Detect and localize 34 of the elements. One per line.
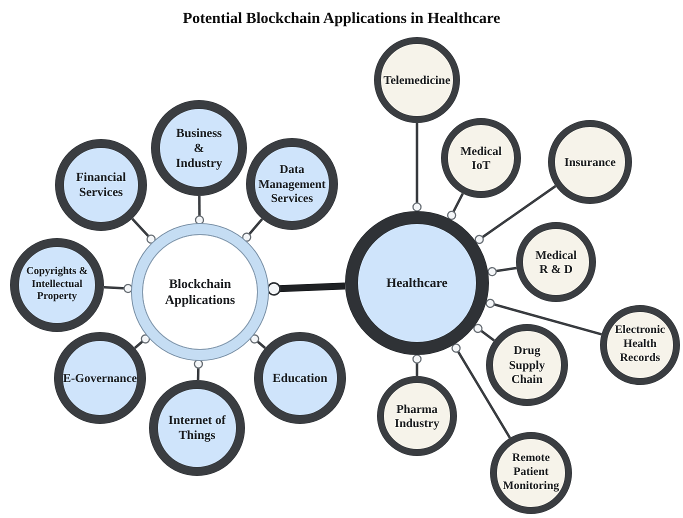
topic-label: Pharma Industry [394,402,440,430]
connector-line [194,359,204,380]
connector-line [134,334,150,349]
connector-line [474,185,556,244]
topic-label: Electronic Health Records [614,324,666,366]
connector-line [267,282,346,296]
topic-label: Healthcare [385,275,449,291]
topic-label: Blockchain Applications [164,276,236,308]
connector-line [250,334,266,349]
topic-label: E-Governance [63,370,137,386]
connector-line [447,193,464,220]
diagram-title: Potential Blockchain Applications in Healthcare [182,10,502,28]
connector-line [242,218,264,242]
topic-circle [486,324,568,406]
connector-line [194,196,204,225]
connector-line [412,354,422,376]
connector-line [486,298,602,336]
connector-line [488,266,517,276]
topic-label: Business & Industry [174,126,224,170]
topic-label: Financial Services [74,170,127,200]
topic-label: Data Management Services [257,162,327,206]
topic-label: Telemedicine [382,72,452,88]
topic-label: Remote Patient Monitoring [502,452,560,494]
topic-label: Insurance [563,154,617,170]
topic-label: Education [272,370,328,386]
connector-line [473,324,495,342]
connector-line [412,123,422,212]
connector-line [104,284,133,294]
topic-label: Internet of Things [167,413,227,443]
topic-label: Medical IoT [459,144,503,172]
topic-label: Copyrights & Intellectual Property [25,266,89,304]
topic-label: Drug Supply Chain [508,343,546,387]
topic-label: Medical R & D [534,248,578,276]
connector-line [451,344,511,438]
